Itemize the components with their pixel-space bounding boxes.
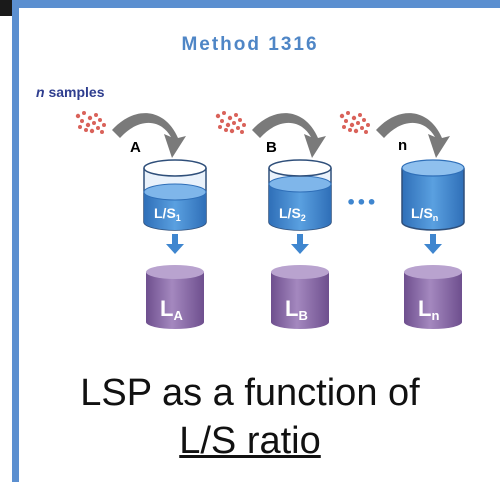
caption-line-2-text: L/S ratio [179,420,321,462]
vessel-a-label: L/S [154,205,176,221]
leachate-b-sub: B [298,308,307,323]
vessel-n-label: L/S [411,205,433,221]
caption-line-2: L/S ratio [0,420,500,463]
samples-label: n samples [36,84,105,100]
svg-text:LA: LA [160,296,183,323]
vessel-a-sub: 1 [176,213,181,223]
leachate-a-sub: A [173,308,183,323]
leachate-b-label: L [285,296,298,321]
leachate-n: Ln [404,265,462,329]
caption-line-1: LSP as a function of [80,372,420,414]
frame-top-border [0,0,500,8]
down-arrows [166,234,442,254]
leachate-a: LA [146,265,204,329]
vessel-b: L/S2 [268,159,332,231]
svg-text:LB: LB [285,296,308,323]
vessel-n: L/Sn [401,159,465,231]
down-arrow-b-icon [291,234,309,254]
svg-text:Ln: Ln [418,296,439,323]
leachate-n-label: L [418,296,431,321]
method-title: Method 1316 [181,34,319,55]
step-key-n: n [398,137,407,154]
leachate-b: LB [271,265,329,329]
sample-cluster-b [215,111,246,134]
frame-corner [0,0,12,16]
samples-n: n [36,84,45,100]
transfer-arrow-a [112,113,186,158]
step-key-a: A [130,139,141,156]
sample-cluster-n [339,111,370,134]
transfer-arrow-n [376,113,450,158]
frame-left-border [12,0,19,482]
vessel-n-sub: n [433,213,439,223]
down-arrow-n-icon [424,234,442,254]
step-key-b: B [266,139,277,156]
down-arrow-a-icon [166,234,184,254]
samples-text: samples [44,84,105,100]
svg-text:L/S1: L/S1 [154,205,181,223]
sample-cluster-a [75,111,106,134]
vessel-a: L/S1 [143,159,207,231]
svg-text:L/Sn: L/Sn [411,205,438,223]
transfer-arrow-b [252,113,326,158]
leachate-a-label: L [160,296,173,321]
leachate-n-sub: n [431,308,439,323]
transfer-arrows [112,113,450,158]
vessel-b-label: L/S [279,205,301,221]
svg-text:L/S2: L/S2 [279,205,306,223]
vessel-b-sub: 2 [301,213,306,223]
ellipsis: ••• [346,193,377,212]
